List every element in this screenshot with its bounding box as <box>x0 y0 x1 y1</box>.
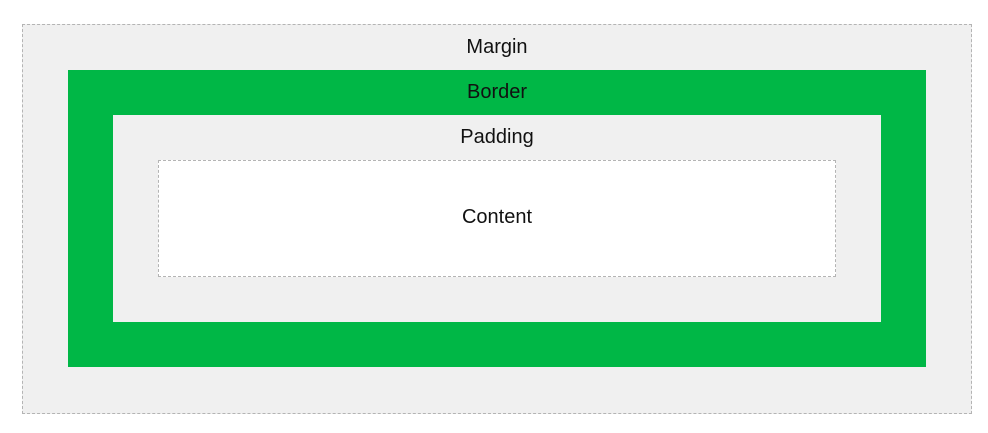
content-layer: Content <box>158 160 836 277</box>
border-label: Border <box>466 81 528 103</box>
margin-label: Margin <box>466 36 528 58</box>
content-label: Content <box>461 206 533 228</box>
padding-label: Padding <box>460 126 534 148</box>
